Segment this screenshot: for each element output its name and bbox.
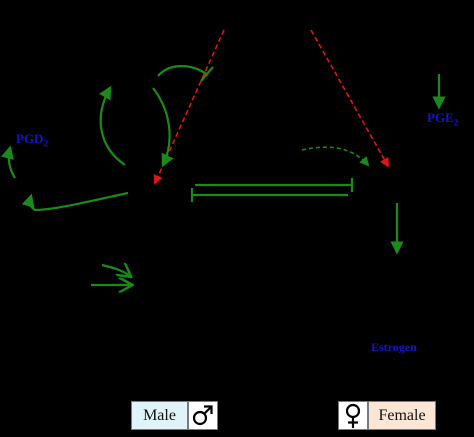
loop-arrow-up <box>99 85 126 166</box>
pgd2-label: PGD2 <box>16 131 48 149</box>
venus-symbol-icon <box>345 403 361 428</box>
green-dashed-arrow <box>301 146 370 167</box>
pgd2-label-main: PGD <box>16 131 44 146</box>
female-box: Female <box>368 401 436 430</box>
male-symbol-box <box>188 401 218 430</box>
loop-arrow-down <box>152 87 174 168</box>
pge2-label-main: PGE <box>427 110 454 125</box>
male-box: Male <box>131 401 188 430</box>
pgd-feedback-arrow <box>21 191 129 212</box>
female-label: Female <box>378 406 426 424</box>
estrogen-label: Estrogen <box>371 340 417 354</box>
mutual-inhibition <box>190 178 354 202</box>
lower-arrow-1 <box>101 265 130 276</box>
female-symbol-box <box>338 401 368 430</box>
pge2-label-sub: 2 <box>453 117 459 128</box>
male-label: Male <box>143 406 176 424</box>
loop-inhibition-top <box>157 65 209 77</box>
pgd-side-arrow <box>1 145 16 179</box>
red-dashed-arrow-right <box>310 29 389 168</box>
pge2-label: PGE2 <box>427 110 458 128</box>
pgd2-label-sub: 2 <box>43 138 48 149</box>
loop-inhibition-bar <box>200 66 214 82</box>
mars-symbol-icon <box>192 405 213 426</box>
